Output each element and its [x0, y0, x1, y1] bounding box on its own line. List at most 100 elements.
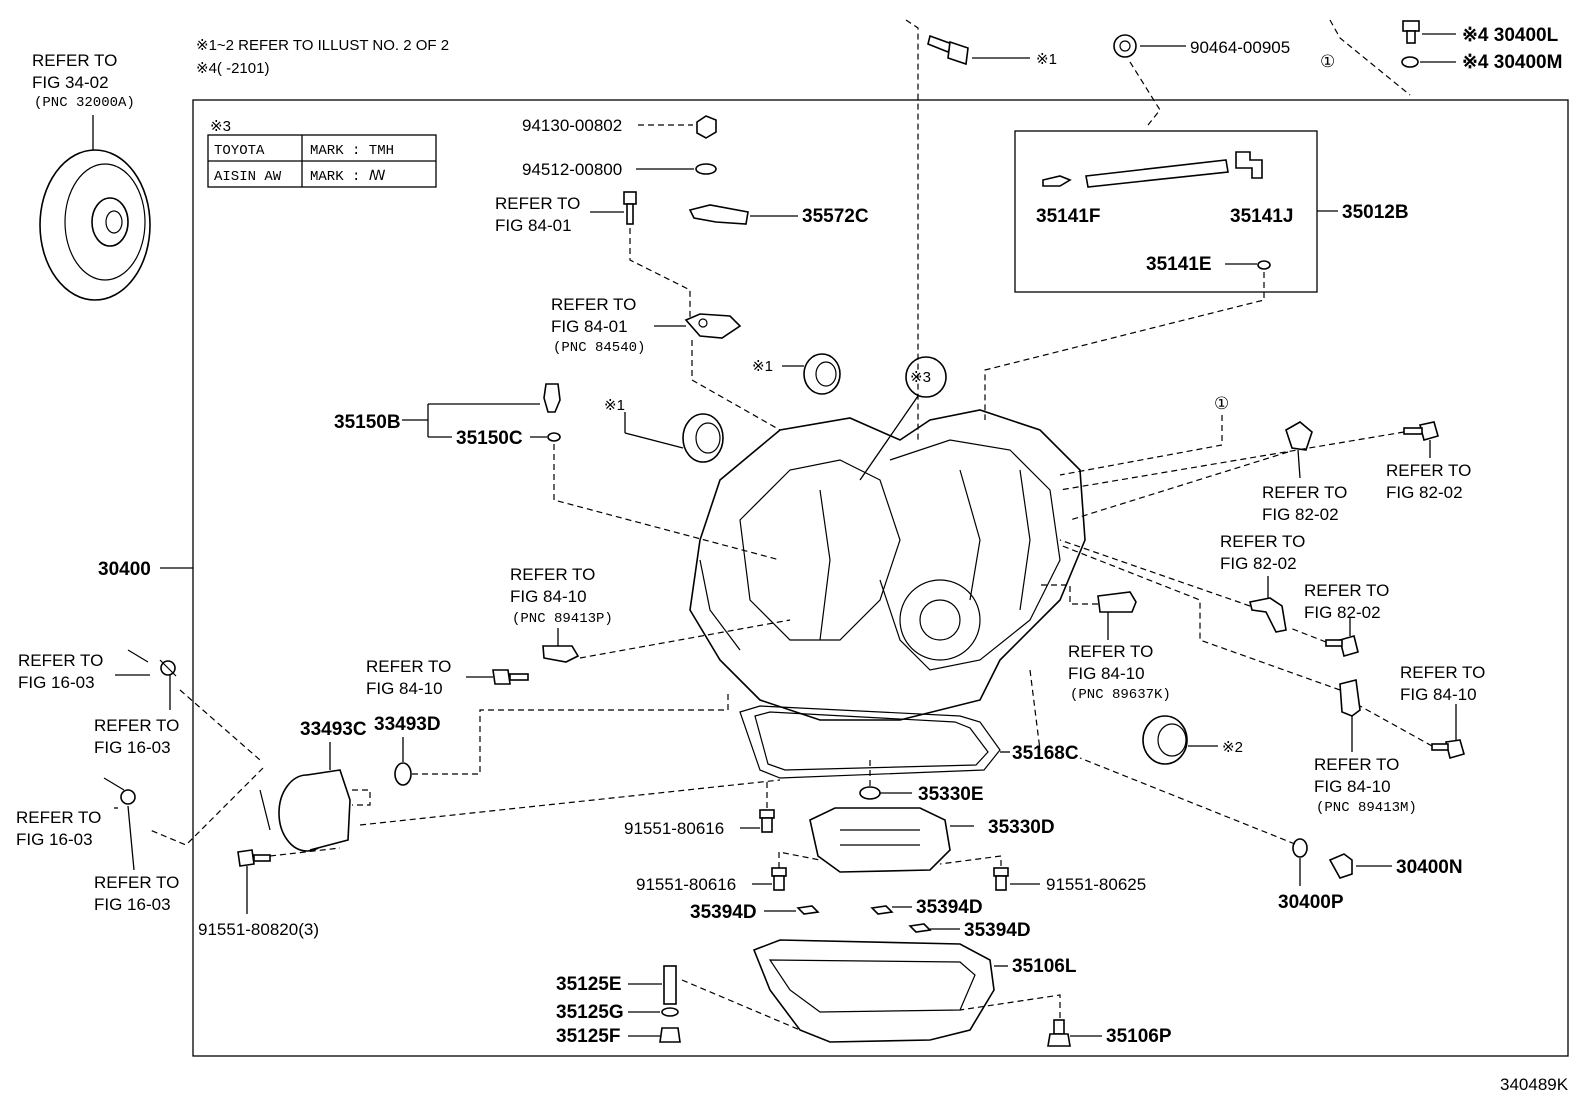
oil-cooler-33493C — [259, 769, 351, 852]
svg-text:FIG 82-02: FIG 82-02 — [1262, 505, 1339, 524]
note-line-1: ※1~2 REFER TO ILLUST NO. 2 OF 2 — [196, 37, 449, 54]
washer-30400M — [1401, 56, 1419, 68]
svg-text:REFER TO: REFER TO — [18, 651, 103, 670]
svg-text:(PNC 32000A): (PNC 32000A) — [34, 95, 135, 111]
label-35394D-a: 35394D — [690, 902, 757, 923]
bolt-left-top — [623, 191, 637, 225]
bolt-91551-80820 — [237, 849, 271, 867]
label-circle-1-top: ① — [1320, 52, 1335, 71]
nut-94130-00802 — [696, 115, 717, 139]
svg-text:FIG 16-03: FIG 16-03 — [16, 830, 93, 849]
bolt-82-02d — [1325, 635, 1359, 657]
label-35572C: 35572C — [802, 206, 869, 227]
o-ring-33493D — [394, 762, 412, 786]
svg-text:FIG 82-02: FIG 82-02 — [1386, 483, 1463, 502]
svg-text:FIG 34-02: FIG 34-02 — [32, 73, 109, 92]
bolt-84-10b — [492, 669, 529, 685]
label-35168C: 35168C — [1012, 743, 1079, 764]
svg-text:REFER TO: REFER TO — [16, 808, 101, 827]
label-35394D-c: 35394D — [964, 920, 1031, 941]
o-ring-35330E — [859, 786, 881, 800]
label-35012B: 35012B — [1342, 202, 1409, 223]
label-94512-00800: 94512-00800 — [522, 160, 622, 179]
label-x1-top: ※1 — [1036, 51, 1057, 68]
speed-sensor-89413P — [542, 645, 580, 663]
drawing-id: 340489K — [1500, 1075, 1569, 1094]
svg-text:FIG 84-10: FIG 84-10 — [510, 587, 587, 606]
svg-text:(PNC 84540): (PNC 84540) — [553, 340, 645, 356]
washer-30400P — [1292, 838, 1308, 858]
svg-text:FIG 84-01: FIG 84-01 — [495, 216, 572, 235]
ref-fig-84-01a: REFER TO FIG 84-01 — [495, 194, 580, 235]
drain-plug-35106P — [1047, 1019, 1071, 1047]
label-33493D: 33493D — [374, 714, 441, 735]
ref-fig-82-02d: REFER TO FIG 82-02 — [1304, 581, 1389, 622]
oil-strainer-35330D — [809, 807, 951, 873]
washer-35125G — [661, 1007, 679, 1017]
ref-fig-82-02c: REFER TO FIG 82-02 — [1220, 532, 1305, 573]
label-91551-80820: 91551-80820(3) — [198, 920, 319, 939]
bracket-82-02a — [1285, 421, 1313, 451]
tube-35125E — [663, 965, 677, 1005]
svg-text:REFER TO: REFER TO — [1314, 755, 1399, 774]
svg-text:REFER TO: REFER TO — [32, 51, 117, 70]
bolt-30400L — [1402, 20, 1420, 44]
mark-table-mark-2: MARK : ꟿ — [310, 169, 386, 185]
o-ring-35141E — [1257, 260, 1271, 270]
label-33493C: 33493C — [300, 719, 367, 740]
clamp-90464-00905 — [1113, 34, 1137, 58]
speed-sensor-89413M — [1339, 679, 1361, 717]
magnet-35394D-c — [908, 923, 932, 933]
ref-fig-16-03b: REFER TO FIG 16-03 — [94, 716, 179, 757]
svg-text:REFER TO: REFER TO — [1220, 532, 1305, 551]
label-91551-80616b: 91551-80616 — [636, 875, 736, 894]
svg-text:REFER TO: REFER TO — [510, 565, 595, 584]
clip-16-03-lower — [103, 777, 136, 805]
part-35141F — [1042, 175, 1072, 187]
label-30400M: ※4 30400M — [1462, 52, 1562, 73]
label-35125F: 35125F — [556, 1026, 620, 1047]
label-x1-b: ※1 — [604, 397, 625, 414]
mark-table-maker-1: TOYOTA — [214, 143, 265, 159]
label-30400L: ※4 30400L — [1462, 25, 1559, 46]
mark-table-mark-1: MARK : TMH — [310, 143, 394, 159]
ref-fig-84-10d: REFER TO FIG 84-10 — [1400, 663, 1485, 704]
oil-seal-1 — [803, 353, 841, 395]
label-x2: ※2 — [1222, 739, 1243, 756]
label-x3: ※3 — [910, 369, 931, 386]
bolt-x1-top — [927, 34, 969, 66]
svg-text:REFER TO: REFER TO — [1400, 663, 1485, 682]
mark-table-maker-2: AISIN AW — [214, 169, 282, 185]
bolt-91551-80625 — [993, 867, 1009, 891]
ref-fig-34-02: REFER TO FIG 34-02 (PNC 32000A) — [32, 51, 135, 111]
label-35150C: 35150C — [456, 428, 523, 449]
bolt-82-02b — [1403, 421, 1439, 441]
label-35106L: 35106L — [1012, 956, 1077, 977]
label-35150B: 35150B — [334, 412, 401, 433]
label-94130-00802: 94130-00802 — [522, 116, 622, 135]
ref-fig-82-02b: REFER TO FIG 82-02 — [1386, 461, 1471, 502]
svg-text:FIG 82-02: FIG 82-02 — [1304, 603, 1381, 622]
label-35125G: 35125G — [556, 1002, 624, 1023]
part-oil-pipe — [1085, 159, 1229, 188]
mark-table-caption: ※3 — [210, 118, 231, 135]
svg-text:REFER TO: REFER TO — [366, 657, 451, 676]
ref-fig-84-10e: REFER TO FIG 84-10 (PNC 89413M) — [1314, 755, 1417, 816]
plug-35125F — [659, 1027, 681, 1043]
bolt-91551-80616b — [771, 867, 787, 891]
sensor-89637K — [1097, 591, 1137, 613]
gasket-35168C — [739, 705, 1001, 779]
mark-table: ※3 TOYOTA MARK : TMH AISIN AW MARK : ꟿ — [207, 118, 437, 188]
label-30400P: 30400P — [1278, 892, 1344, 913]
svg-text:FIG 84-10: FIG 84-10 — [1068, 664, 1145, 683]
o-ring-35150C — [547, 432, 561, 442]
label-91551-80616a: 91551-80616 — [624, 819, 724, 838]
label-35330D: 35330D — [988, 817, 1055, 838]
oil-pan-35106L — [752, 939, 995, 1043]
svg-text:FIG 16-03: FIG 16-03 — [18, 673, 95, 692]
note-line-2: ※4( -2101) — [196, 60, 269, 77]
ref-fig-16-03c: REFER TO FIG 16-03 — [16, 808, 101, 849]
ref-fig-82-02a: REFER TO FIG 82-02 — [1262, 483, 1347, 524]
ref-fig-84-10b: REFER TO FIG 84-10 — [366, 657, 451, 698]
